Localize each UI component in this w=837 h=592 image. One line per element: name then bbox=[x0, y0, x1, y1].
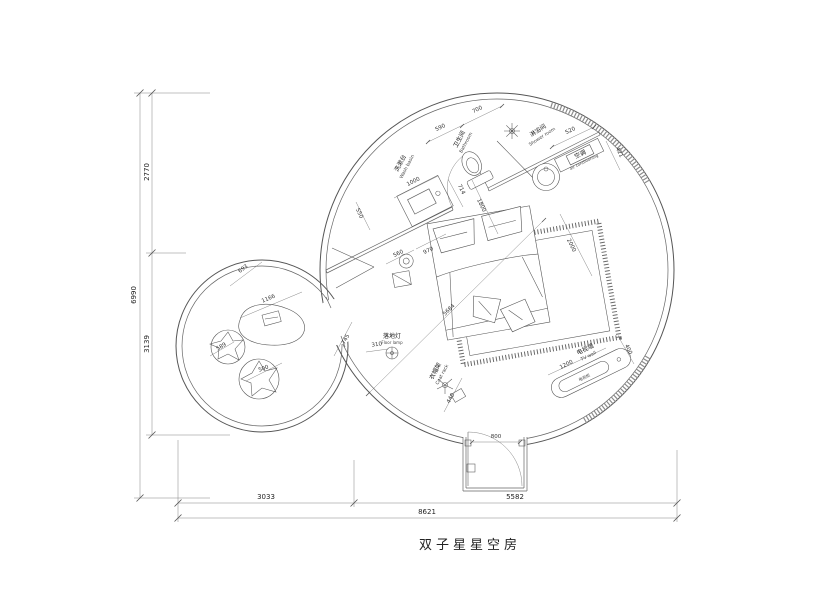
small-room-wall bbox=[175, 259, 349, 433]
dim-590: 590 bbox=[435, 123, 448, 133]
bathroom-partition-wall bbox=[325, 131, 601, 274]
dim-5582: 5582 bbox=[506, 493, 524, 501]
toilet bbox=[461, 151, 494, 190]
door-swing-arc bbox=[467, 431, 523, 487]
dim-589: 589 bbox=[215, 342, 228, 353]
dim-2000: 2000 bbox=[565, 238, 577, 254]
dim-310: 310 bbox=[371, 341, 383, 348]
left-dimension-lines: 2770 3139 6990 bbox=[130, 89, 230, 502]
nightstand bbox=[391, 270, 412, 288]
dim-520: 520 bbox=[565, 126, 578, 136]
entry-vestibule bbox=[462, 431, 528, 492]
dim-1000: 1000 bbox=[406, 176, 422, 188]
shower-wall-hatch bbox=[550, 101, 651, 185]
corridor-walls bbox=[325, 296, 346, 348]
dim-3033: 3033 bbox=[257, 493, 275, 501]
dim-745: 745 bbox=[341, 333, 351, 346]
ac-unit bbox=[554, 138, 605, 173]
tv-console: 电视柜 bbox=[551, 348, 631, 398]
dim-970: 970 bbox=[423, 246, 436, 256]
dim-421: 421 bbox=[614, 147, 624, 159]
drawing-title: 双子星星空房 bbox=[419, 537, 521, 553]
bottom-dimension-lines: 3033 5582 8621 bbox=[174, 440, 681, 522]
tv-cabinet-label: 电视柜 bbox=[577, 372, 590, 383]
dim-800: 800 bbox=[491, 434, 502, 440]
dim-400: 400 bbox=[623, 344, 633, 357]
shower-glass-partition bbox=[496, 140, 540, 185]
bedside-stool bbox=[398, 253, 414, 269]
corridor-opening bbox=[313, 299, 359, 345]
pillow bbox=[432, 218, 475, 254]
floor-lamp-label-cn: 落地灯 bbox=[383, 332, 401, 340]
wall-niche bbox=[331, 247, 375, 289]
floor-lamp-label-en: Floor lamp bbox=[381, 340, 403, 345]
side-table bbox=[532, 163, 560, 191]
tv-wall-hatch bbox=[582, 355, 651, 424]
dim-1800: 1800 bbox=[475, 198, 487, 214]
coat-rack bbox=[436, 378, 467, 403]
shower-head-icon bbox=[504, 123, 520, 139]
pillow bbox=[481, 206, 523, 241]
dim-3139: 3139 bbox=[143, 335, 151, 353]
desk bbox=[238, 304, 305, 346]
dim-693: 693 bbox=[237, 263, 249, 274]
dim-500: 500 bbox=[258, 364, 270, 373]
dim-560: 560 bbox=[393, 249, 406, 259]
lounge-chair-1 bbox=[209, 329, 246, 365]
door-stop bbox=[466, 463, 476, 473]
floor-lamp bbox=[385, 346, 399, 360]
laptop bbox=[261, 310, 282, 327]
dim-6990: 6990 bbox=[130, 286, 138, 304]
floor-cushions bbox=[472, 295, 536, 333]
wash-counter bbox=[396, 175, 454, 227]
entry-opening bbox=[463, 436, 527, 449]
dim-714: 714 bbox=[456, 184, 466, 197]
dim-440: 440 bbox=[446, 392, 456, 405]
dim-550: 550 bbox=[354, 208, 364, 221]
dim-8621: 8621 bbox=[418, 508, 436, 516]
dim-1166: 1166 bbox=[261, 293, 277, 304]
dim-2770: 2770 bbox=[143, 163, 151, 181]
lounge-chair-2 bbox=[238, 358, 280, 400]
dim-1200: 1200 bbox=[559, 359, 575, 371]
dim-700: 700 bbox=[472, 105, 485, 115]
interior-dim-texts: 590 700 520 421 1000 714 1800 550 560 97… bbox=[215, 105, 633, 440]
interior-dim-lines bbox=[209, 103, 635, 445]
